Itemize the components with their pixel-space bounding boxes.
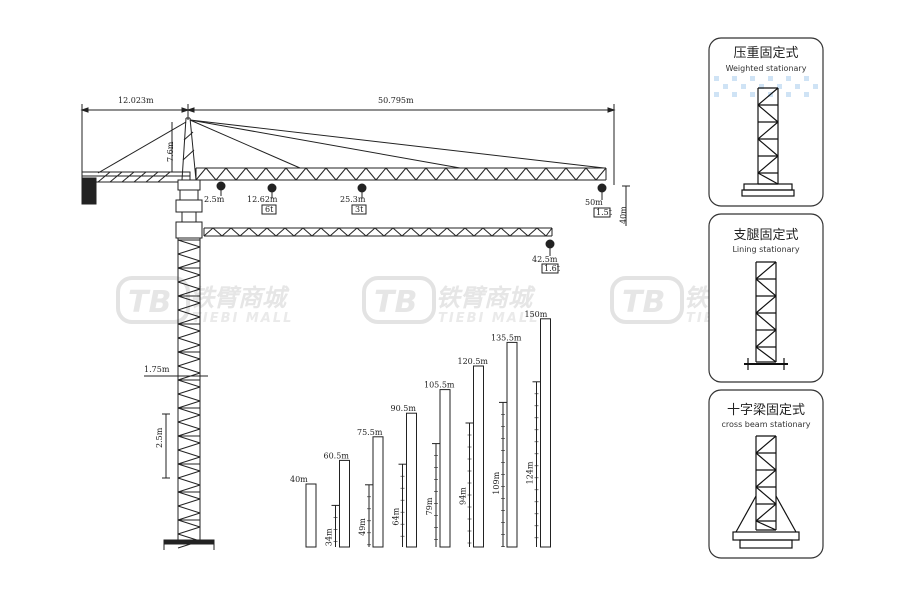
svg-text:6t: 6t	[265, 205, 274, 214]
watermark-left: TB 铁臂商城 TIEBI MALL	[116, 276, 293, 326]
svg-text:TB: TB	[128, 285, 171, 320]
svg-text:铁臂商城: 铁臂商城	[436, 284, 536, 312]
svg-text:40m: 40m	[619, 206, 628, 224]
free-height-label: 109m	[492, 471, 501, 494]
svg-text:TIEBI MALL: TIEBI MALL	[438, 311, 539, 326]
svg-text:1.5t: 1.5t	[596, 208, 613, 217]
main-jib	[195, 167, 607, 181]
hook-load-25-3m: 25.3m 3t	[340, 183, 367, 215]
svg-text:50m: 50m	[585, 198, 603, 207]
column-height-label: 90.5m	[391, 404, 417, 413]
jib-length-label: 50.795m	[378, 96, 414, 105]
svg-text:压重固定式: 压重固定式	[733, 45, 798, 61]
svg-text:支腿固定式: 支腿固定式	[733, 228, 798, 243]
svg-text:TB: TB	[374, 285, 417, 320]
column-height-label: 75.5m	[357, 428, 383, 437]
tower-crane: 12.023m 50.795m 7.6m	[80, 96, 630, 550]
height-column: 135.5m 109m	[491, 333, 522, 548]
foundation-panel-lining: 支腿固定式 Lining stationary	[708, 213, 824, 383]
svg-text:3t: 3t	[355, 205, 364, 214]
jib-pendants	[189, 119, 605, 169]
counter-jib-length-label: 12.023m	[118, 96, 154, 105]
top-dimension-line	[80, 104, 616, 185]
hook-load-2-5m: 2.5m	[204, 181, 226, 204]
height-column: 60.5m 34m	[324, 451, 350, 548]
weighted-mast-figure	[741, 87, 795, 197]
free-height-label: 64m	[392, 507, 401, 525]
height-column: 75.5m 49m	[357, 428, 384, 548]
tower-head: 7.6m	[166, 117, 197, 181]
column-height-label: 105.5m	[424, 381, 455, 390]
svg-text:25.3m: 25.3m	[340, 195, 366, 204]
hook-load-12-62m: 12.62m 6t	[247, 183, 278, 215]
foundation-panel-crossbeam: 十字梁固定式 cross beam stationary	[708, 389, 824, 559]
lining-mast-figure	[744, 261, 788, 370]
hook-load-42-5m: 42.5m 1.6t	[532, 239, 561, 274]
crossbeam-mast-figure	[732, 435, 800, 549]
mast-base	[163, 539, 215, 550]
svg-text:铁臂商城: 铁臂商城	[190, 284, 290, 312]
height-column: 105.5m 79m	[424, 381, 455, 548]
foundation-panel-weighted: 压重固定式 Weighted stationary	[708, 37, 824, 207]
column-height-label: 135.5m	[491, 333, 522, 342]
free-height-label: 49m	[358, 518, 367, 536]
svg-text:42.5m: 42.5m	[532, 255, 558, 264]
height-column: 40m	[290, 475, 317, 548]
watermark: TB 铁臂商城 TIEBI MALL TB 铁臂商城 TIEBI MALL TB…	[116, 276, 785, 326]
free-height-label: 34m	[325, 528, 334, 546]
height-columns: 40m 60.5m 34m 75.5m 49m 90.5m 64m 105.5m 79m 120.…	[290, 310, 551, 548]
hook-load-50m: 50m 1.5t	[585, 183, 613, 218]
tower-head-height-label: 7.6m	[166, 141, 175, 162]
watermark-center: TB 铁臂商城 TIEBI MALL	[362, 276, 539, 326]
svg-text:TB: TB	[622, 285, 665, 320]
free-height-label: 94m	[459, 487, 468, 505]
svg-text:12.62m: 12.62m	[247, 195, 278, 204]
svg-text:十字梁固定式: 十字梁固定式	[727, 403, 805, 418]
svg-text:1.6t: 1.6t	[544, 264, 561, 273]
svg-text:2.5m: 2.5m	[155, 427, 164, 448]
height-column: 150m 124m	[525, 310, 551, 548]
counter-jib	[81, 121, 191, 205]
svg-text:Lining stationary: Lining stationary	[732, 245, 799, 254]
free-height-label: 79m	[425, 497, 434, 515]
svg-text:cross beam stationary: cross beam stationary	[722, 420, 811, 429]
short-jib	[203, 227, 553, 237]
hook-height-dimension: 40m	[619, 185, 630, 226]
height-column: 120.5m 94m	[458, 357, 489, 548]
svg-text:Weighted stationary: Weighted stationary	[726, 64, 807, 73]
svg-text:TIEBI MALL: TIEBI MALL	[192, 311, 293, 326]
column-height-label: 120.5m	[458, 357, 489, 366]
column-height-label: 40m	[290, 475, 308, 484]
svg-text:2.5m: 2.5m	[204, 195, 225, 204]
height-column: 90.5m 64m	[391, 404, 417, 548]
svg-text:1.75m: 1.75m	[144, 365, 170, 374]
column-height-label: 60.5m	[324, 451, 350, 460]
slewing-unit	[175, 179, 203, 239]
mast-width-dimension: 1.75m	[144, 365, 208, 377]
mast	[177, 238, 201, 549]
column-height-label: 150m	[525, 310, 548, 319]
section-height-dimension: 2.5m	[155, 413, 170, 479]
free-height-label: 124m	[526, 461, 535, 484]
